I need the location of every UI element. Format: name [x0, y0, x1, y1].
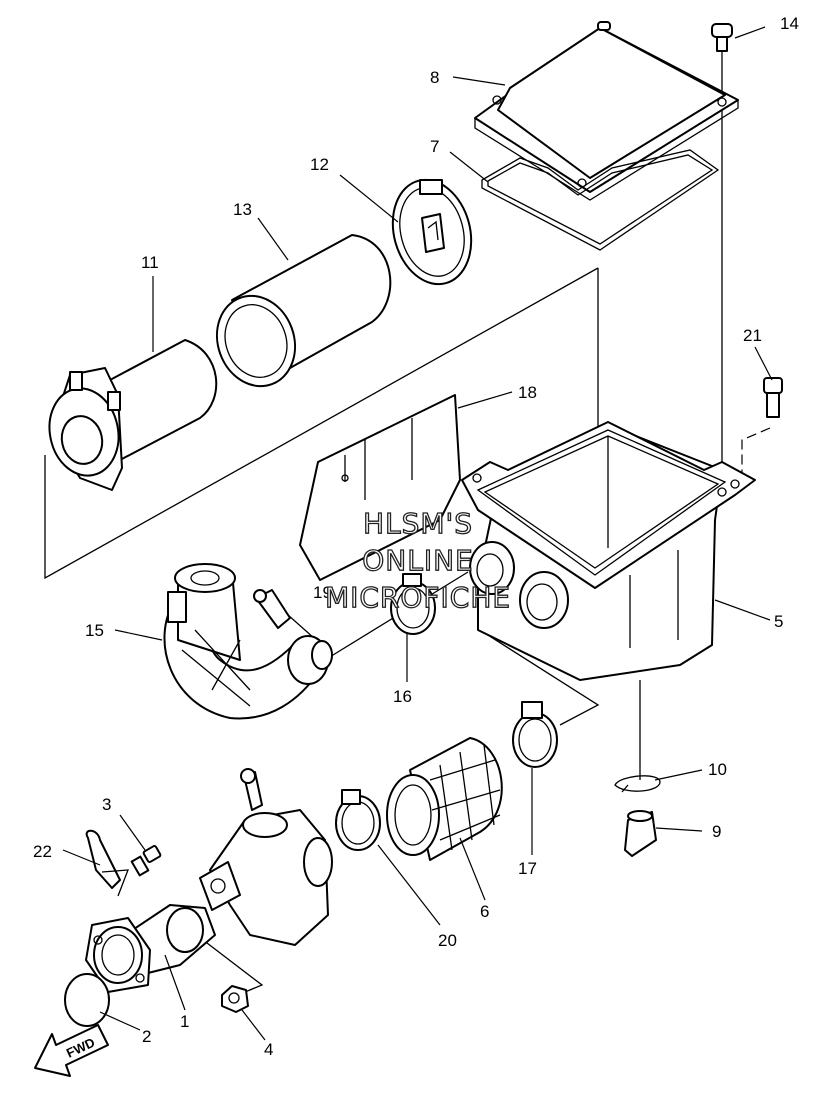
- fwd-arrow: FWD: [34, 1024, 109, 1077]
- part-1-intake-manifold: [85, 904, 216, 993]
- part-17-clamp: [512, 701, 558, 768]
- callout-3: 3: [102, 795, 111, 814]
- callout-5: 5: [774, 612, 783, 631]
- callout-19: 19: [313, 583, 332, 602]
- part-11-element-guide: [48, 339, 218, 491]
- callout-20: 20: [438, 931, 457, 950]
- callout-11: 11: [141, 253, 159, 272]
- part-18-plate: [299, 394, 461, 581]
- callout-2: 2: [142, 1027, 151, 1046]
- part-19-breather-elbow: [253, 589, 291, 629]
- part-10-drain-clip: [614, 775, 661, 793]
- part-12-element-cap: [391, 178, 473, 286]
- part-6-carburetor-joint: [386, 737, 503, 861]
- callout-10: 10: [708, 760, 727, 779]
- part-22-clip: [85, 829, 129, 897]
- callout-17: 17: [518, 859, 537, 878]
- callout-7: 7: [430, 137, 439, 156]
- part-4-nut: [221, 985, 249, 1013]
- callout-12: 12: [310, 155, 329, 174]
- callout-16: 16: [393, 687, 412, 706]
- callout-18: 18: [518, 383, 537, 402]
- callout-22: 22: [33, 842, 52, 861]
- watermark: HLSM'S ONLINE MICROFICHE: [324, 506, 511, 614]
- callout-1: 1: [180, 1012, 189, 1031]
- part-9-drain-plug: [624, 810, 657, 857]
- part-21-bolt: [763, 377, 783, 418]
- part-8-air-box-cover: [474, 21, 739, 201]
- watermark-line-1: HLSM'S: [363, 507, 473, 540]
- part-13-air-filter-element: [215, 234, 392, 388]
- part-14-screw: [711, 23, 733, 52]
- leader-lines: [62, 26, 773, 1041]
- part-15-intake-joint: [163, 563, 333, 720]
- part-5-air-filter-case: [461, 421, 756, 681]
- callout-8: 8: [430, 68, 439, 87]
- callout-15: 15: [85, 621, 104, 640]
- callout-14: 14: [780, 14, 799, 33]
- part-7-cover-gasket: [481, 149, 720, 251]
- callout-6: 6: [480, 902, 489, 921]
- carburetor-reference: [199, 768, 333, 946]
- callout-13: 13: [233, 200, 252, 219]
- callout-numbers: 1 2 3 4 5 6 7 8 9 10 11 12 13 14 15 16 1…: [33, 14, 799, 1059]
- watermark-line-3: MICROFICHE: [325, 581, 511, 614]
- part-20-clamp: [335, 789, 381, 851]
- callout-21: 21: [743, 326, 762, 345]
- watermark-line-2: ONLINE: [362, 544, 473, 577]
- callout-4: 4: [264, 1040, 273, 1059]
- part-2-o-ring: [64, 973, 110, 1027]
- part-16-clamp: [390, 573, 436, 635]
- part-3-bolt: [130, 845, 162, 877]
- callout-9: 9: [712, 822, 721, 841]
